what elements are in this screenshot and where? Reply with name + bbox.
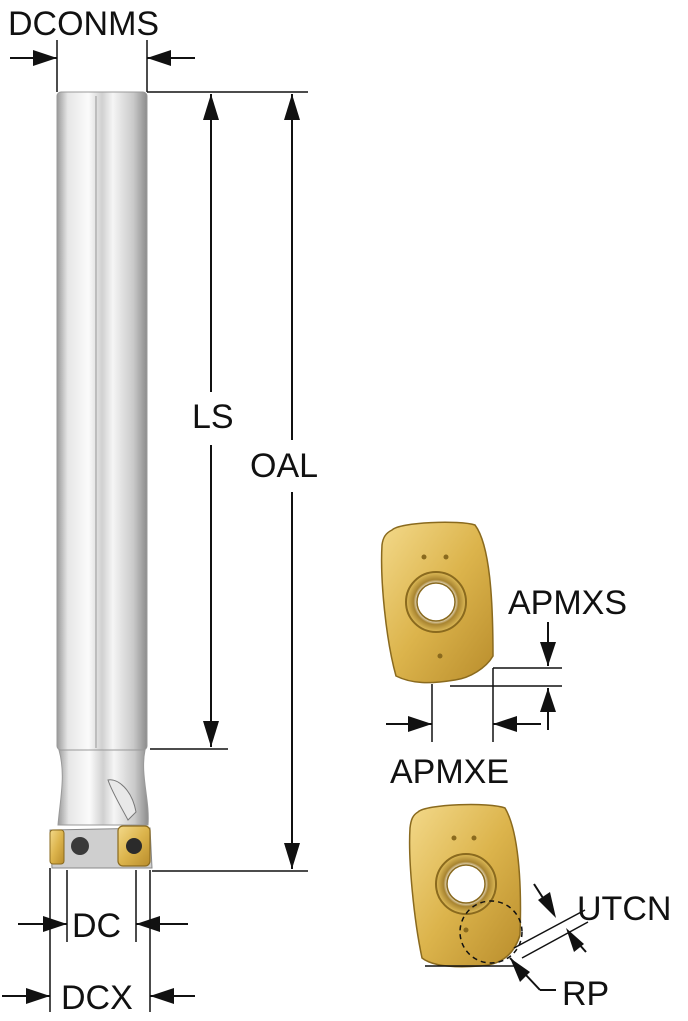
ls-dimension: LS [147, 91, 234, 750]
tool-shank [56, 91, 148, 751]
corner-radius-circle [459, 900, 523, 964]
insert-top [380, 521, 494, 684]
head-insert-left [49, 829, 65, 865]
insert-bottom [408, 803, 523, 968]
insert-bottom-hole-inner [446, 864, 486, 904]
utcn-dimension: UTCN [513, 883, 671, 959]
rp-dimension: RP [509, 957, 609, 1013]
apmxs-label: APMXS [508, 584, 627, 622]
dconms-label: DCONMS [8, 5, 159, 43]
apmxs-dimension: APMXS [450, 584, 627, 730]
dcx-label: DCX [61, 979, 133, 1017]
head-insert-screw [126, 838, 142, 854]
head-screw-left [71, 837, 89, 855]
apmxe-label: APMXE [390, 753, 509, 791]
end-mill-tool [49, 91, 153, 869]
oal-dimension: OAL [152, 91, 318, 872]
ls-label: LS [192, 398, 234, 436]
dc-label: DC [72, 907, 121, 945]
insert-top-hole-inner [416, 582, 456, 622]
dconms-dimension: DCONMS [8, 5, 195, 92]
dc-dimension: DC [18, 870, 188, 945]
apmxe-dimension: APMXE [386, 668, 541, 791]
rp-label: RP [562, 975, 609, 1013]
insert-pocket [107, 779, 137, 821]
oal-label: OAL [250, 447, 318, 485]
utcn-label: UTCN [577, 890, 671, 928]
dcx-dimension: DCX [2, 868, 195, 1017]
